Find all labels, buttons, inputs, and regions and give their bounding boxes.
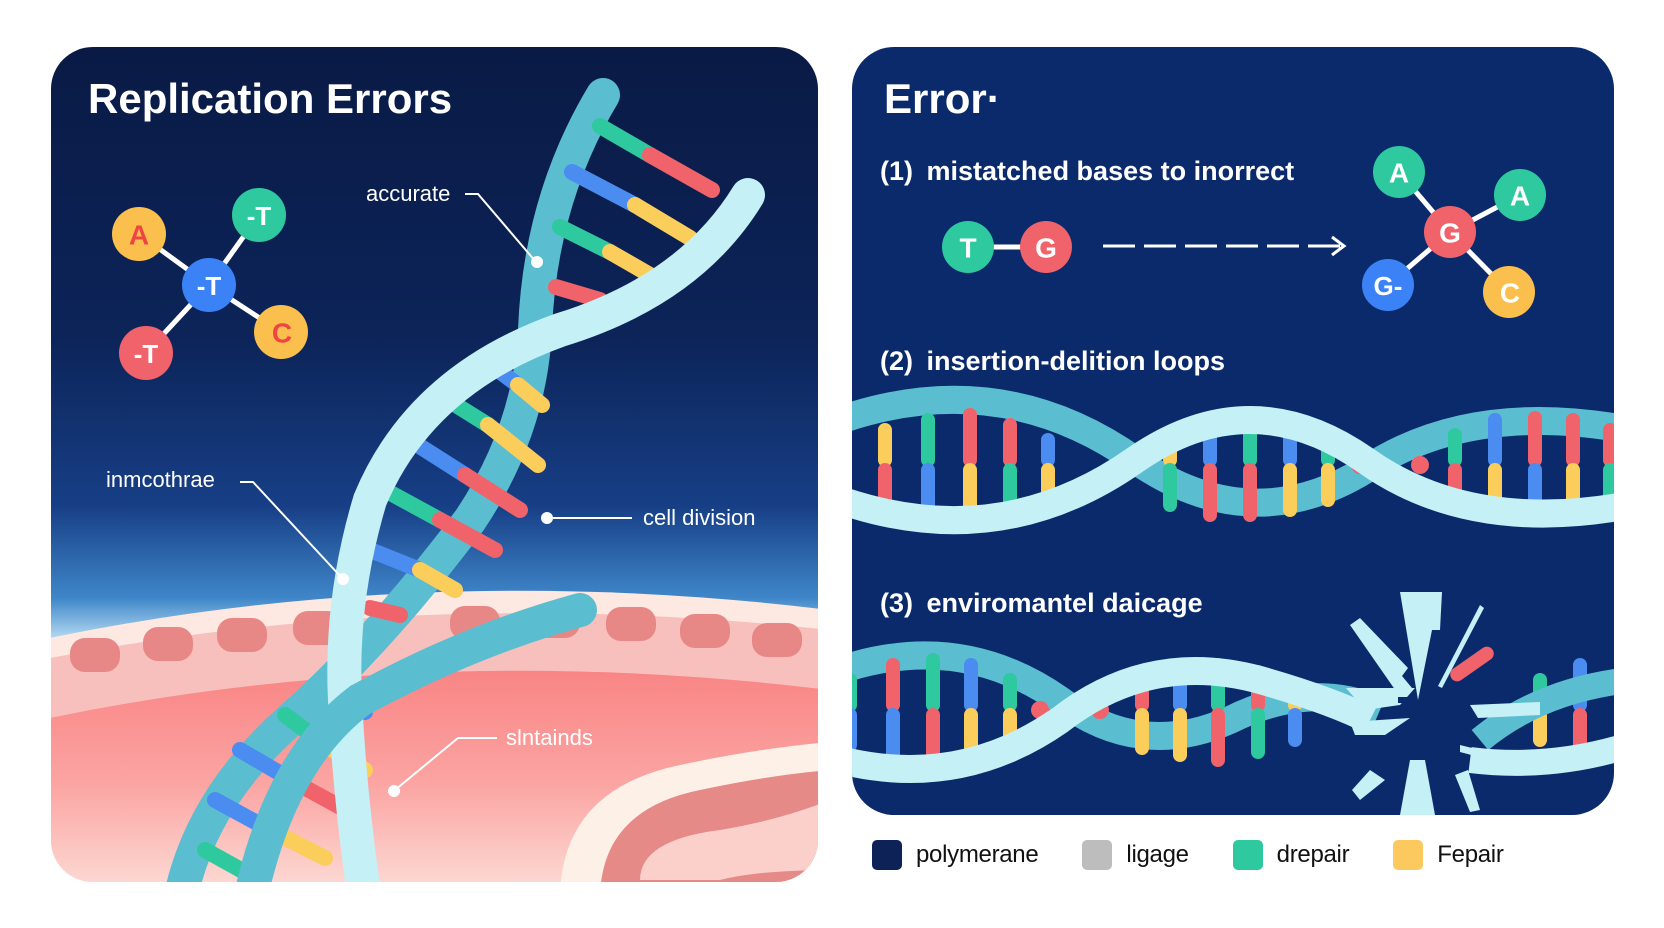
- damage-burst-icon: [1346, 592, 1540, 815]
- legend-swatch-icon: [872, 840, 902, 870]
- svg-text:(3) enviromantel dai: (3) enviromantel daicage: [880, 588, 1203, 618]
- molecule-node-t-bottom: [119, 326, 173, 380]
- svg-text:accurate: accurate: [366, 181, 450, 206]
- svg-text:(2) insertion-deliti: (2) insertion-delition loops: [880, 346, 1225, 376]
- legend-item-fepair: Fepair: [1393, 840, 1504, 870]
- legend-label: polymerane: [916, 841, 1039, 868]
- callout-accurate: accurate: [366, 181, 543, 268]
- left-panel: accurate inmcothrae cell division slntai…: [51, 47, 818, 882]
- legend-label: Fepair: [1437, 841, 1504, 868]
- svg-text:G: G: [1439, 218, 1461, 249]
- svg-text:-T: -T: [134, 339, 159, 369]
- svg-text:A: A: [129, 220, 149, 251]
- svg-text:C: C: [1500, 278, 1520, 309]
- svg-text:A: A: [1510, 181, 1530, 212]
- nucleotide-molecule: A -T -T C -T: [112, 188, 308, 380]
- legend-item-drepair: drepair: [1232, 840, 1350, 870]
- legend-swatch-icon: [1232, 840, 1263, 870]
- svg-text:A: A: [1389, 158, 1409, 189]
- legend-label: ligage: [1126, 841, 1189, 868]
- left-panel-title: Replication Errors: [88, 75, 452, 122]
- svg-text:cell division: cell division: [643, 505, 756, 530]
- section-insertion-deletion: (2) insertion-delition loops: [852, 346, 1614, 535]
- dna-horizontal-2: [852, 592, 1614, 815]
- legend: polymerane ligage drepair Fepair: [872, 840, 1548, 870]
- svg-text:C: C: [272, 318, 292, 349]
- svg-text:slntainds: slntainds: [506, 725, 593, 750]
- base-g: [1020, 221, 1072, 273]
- legend-swatch-icon: [1082, 840, 1113, 870]
- svg-text:G-: G-: [1374, 271, 1403, 301]
- callout-inmcothrae: inmcothrae: [106, 467, 349, 585]
- svg-text:-T: -T: [247, 201, 272, 231]
- molecule-node-a: [112, 207, 166, 261]
- base-t: [942, 221, 994, 273]
- svg-text:inmcothrae: inmcothrae: [106, 467, 215, 492]
- section-mismatched-bases: (1) mistatched bases to inorrect T G: [880, 146, 1546, 318]
- svg-text:-T: -T: [197, 271, 222, 301]
- dashed-arrow: [1103, 235, 1347, 257]
- legend-label: drepair: [1276, 841, 1350, 868]
- right-panel-title: Error·: [884, 75, 1001, 122]
- dna-horizontal-1: [852, 385, 1614, 535]
- molecule-node-t-top: [232, 188, 286, 242]
- legend-item-ligage: ligage: [1082, 840, 1189, 870]
- callout-cell-division: cell division: [541, 505, 756, 530]
- svg-text:T: T: [959, 233, 976, 264]
- legend-swatch-icon: [1393, 840, 1424, 870]
- mismatch-cluster: A A G- C G: [1362, 146, 1546, 318]
- molecule-node-c: [254, 305, 308, 359]
- right-panel: Error· (1) mistatched bases to inorrect …: [852, 47, 1614, 815]
- dna-helix: [163, 78, 765, 882]
- section-environmental-damage: (3) enviromantel daicage: [852, 588, 1614, 815]
- svg-text:(1) mistatched bases: (1) mistatched bases to inorrect: [880, 156, 1294, 186]
- callout-slntainds: slntainds: [388, 725, 593, 797]
- svg-text:G: G: [1035, 233, 1057, 264]
- molecule-node-center: [182, 258, 236, 312]
- legend-item-polymerane: polymerane: [872, 840, 1039, 870]
